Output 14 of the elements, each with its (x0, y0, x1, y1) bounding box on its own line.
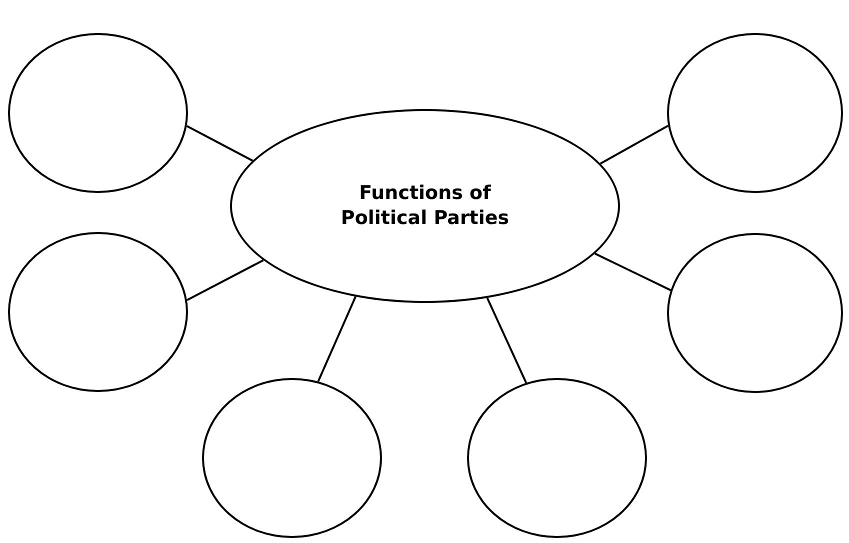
connector-line (594, 252, 672, 292)
empty-circle (8, 33, 188, 193)
empty-circle (667, 33, 843, 193)
connector-line (317, 296, 356, 382)
empty-circle (202, 378, 382, 538)
central-ellipse (230, 109, 620, 303)
empty-circle (8, 232, 188, 392)
connector-line (186, 259, 264, 302)
central-title: Functions of Political Parties (340, 181, 510, 231)
empty-circle (467, 378, 647, 538)
connector-line (186, 125, 254, 162)
connector-line (486, 298, 528, 384)
empty-circle (667, 233, 843, 393)
connector-line (600, 124, 669, 164)
